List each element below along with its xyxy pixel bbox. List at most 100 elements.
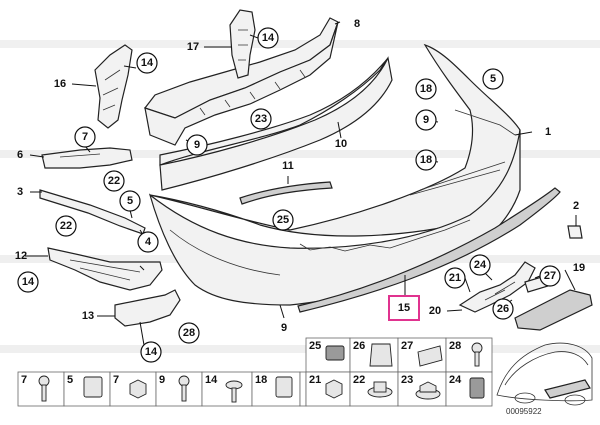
hardware-cell[interactable]: 22 (349, 371, 399, 407)
hardware-icon (129, 379, 147, 399)
svg-text:26: 26 (497, 303, 509, 315)
part-side-guide[interactable] (94, 44, 133, 129)
callout-14a[interactable]: 14 (257, 27, 279, 49)
callout-23[interactable]: 23 (250, 108, 272, 130)
diagram-reference-number: 00095922 (506, 407, 542, 416)
svg-text:21: 21 (449, 272, 461, 284)
part-lower-diffuser[interactable] (297, 187, 561, 313)
svg-text:7: 7 (113, 374, 119, 386)
label-part-3: 3 (17, 186, 23, 198)
label-part-13: 13 (82, 310, 94, 322)
svg-text:5: 5 (67, 374, 73, 386)
hardware-cell[interactable]: 7 (17, 371, 65, 407)
hardware-icon (178, 375, 190, 387)
callout-22b[interactable]: 22 (55, 215, 77, 237)
hardware-icon (417, 345, 443, 367)
svg-text:5: 5 (490, 73, 496, 85)
svg-text:24: 24 (449, 374, 462, 386)
hardware-cell[interactable] (299, 371, 307, 407)
hardware-cell[interactable]: 23 (397, 371, 447, 407)
label-part-2: 2 (573, 200, 579, 212)
car-thumbnail (496, 342, 593, 406)
hardware-cell[interactable]: 9 (155, 371, 203, 407)
label-part-1: 1 (545, 126, 551, 138)
callout-part-15-highlight[interactable]: 15 (388, 295, 420, 321)
hardware-icon (369, 343, 393, 367)
svg-text:9: 9 (159, 374, 165, 386)
hardware-cell[interactable]: 28 (445, 337, 493, 373)
hardware-cell[interactable]: 14 (201, 371, 253, 407)
svg-text:7: 7 (82, 131, 88, 143)
callout-24[interactable]: 24 (469, 254, 491, 276)
part-small-bracket[interactable] (41, 147, 133, 169)
svg-text:28: 28 (449, 340, 461, 352)
callout-27[interactable]: 27 (539, 265, 561, 287)
svg-text:22: 22 (108, 175, 120, 187)
svg-text:22: 22 (60, 220, 72, 232)
hardware-icon (325, 345, 345, 361)
label-part-6: 6 (17, 149, 23, 161)
callout-14c[interactable]: 14 (17, 271, 39, 293)
hardware-icon (471, 342, 483, 354)
part-bumper-carrier[interactable] (159, 56, 393, 191)
hardware-cell[interactable]: 24 (445, 371, 493, 407)
hardware-cell[interactable]: 18 (251, 371, 301, 407)
label-part-19: 19 (573, 262, 585, 274)
callout-4[interactable]: 4 (137, 231, 159, 253)
hardware-icon (469, 377, 485, 399)
callout-5b[interactable]: 5 (119, 190, 141, 212)
hardware-icon (275, 376, 293, 398)
hardware-cell[interactable]: 7 (109, 371, 157, 407)
part-reflector[interactable] (514, 289, 593, 331)
svg-text:18: 18 (420, 154, 432, 166)
label-part-20: 20 (429, 305, 441, 317)
callout-14b[interactable]: 14 (136, 52, 158, 74)
part-trim-strip[interactable] (239, 181, 333, 205)
callout-25[interactable]: 25 (272, 209, 294, 231)
svg-text:14: 14 (262, 32, 275, 44)
hardware-cell[interactable]: 5 (63, 371, 111, 407)
svg-text:4: 4 (145, 236, 152, 248)
hardware-parts-table: 25 26 27 28 7 5 (17, 337, 493, 407)
part-mounting-bracket[interactable] (229, 9, 256, 79)
part-rear-bumper-trim[interactable] (148, 43, 521, 306)
svg-text:5: 5 (127, 195, 133, 207)
label-part-8: 8 (354, 18, 360, 30)
svg-text:27: 27 (401, 340, 413, 352)
part-lower-bracket[interactable] (114, 289, 181, 327)
callout-9b[interactable]: 9 (186, 134, 208, 156)
callout-7[interactable]: 7 (74, 126, 96, 148)
svg-text:18: 18 (420, 83, 432, 95)
label-part-10: 10 (335, 138, 347, 150)
svg-text:26: 26 (353, 340, 365, 352)
hardware-icon (83, 376, 103, 398)
callout-5a[interactable]: 5 (482, 68, 504, 90)
callout-26[interactable]: 26 (492, 298, 514, 320)
svg-text:25: 25 (309, 340, 321, 352)
hardware-cell[interactable]: 25 (305, 337, 351, 373)
callout-14d[interactable]: 14 (140, 341, 162, 363)
svg-text:14: 14 (22, 276, 35, 288)
svg-text:14: 14 (205, 374, 218, 386)
callout-18a[interactable]: 18 (415, 78, 437, 100)
part-small-clip[interactable] (567, 225, 583, 239)
label-part-11: 11 (282, 160, 294, 172)
callout-21[interactable]: 21 (444, 267, 466, 289)
label-part-16: 16 (54, 78, 66, 90)
svg-text:23: 23 (401, 374, 413, 386)
callout-18b[interactable]: 18 (415, 149, 437, 171)
callout-28[interactable]: 28 (178, 322, 200, 344)
part-lower-left-bracket[interactable] (47, 247, 163, 291)
label-part-17: 17 (187, 41, 199, 53)
svg-text:23: 23 (255, 113, 267, 125)
svg-text:18: 18 (255, 374, 267, 386)
callout-22a[interactable]: 22 (103, 170, 125, 192)
hardware-cell[interactable]: 26 (349, 337, 399, 373)
part-lower-mount[interactable] (458, 261, 536, 313)
hardware-cell[interactable]: 27 (397, 337, 447, 373)
hardware-icon (38, 375, 50, 387)
svg-text:14: 14 (145, 346, 158, 358)
label-part-15: 15 (398, 302, 410, 314)
callout-9a[interactable]: 9 (415, 109, 437, 131)
hardware-cell[interactable]: 21 (305, 371, 351, 407)
